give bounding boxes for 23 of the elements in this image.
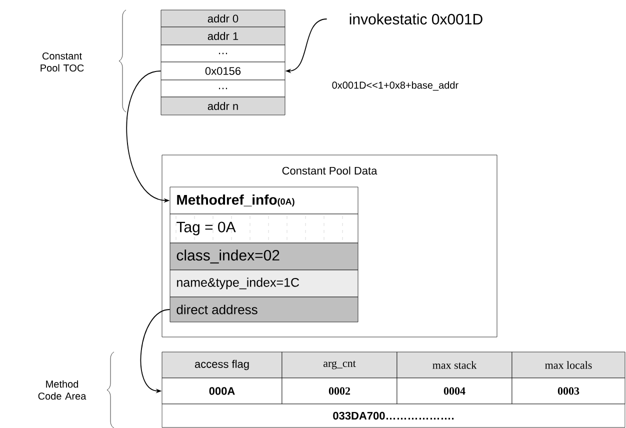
field-row: Tag = 0A — [170, 214, 358, 244]
header-cell: max locals — [512, 352, 626, 378]
instruction-text: invokestatic 0x001D — [350, 14, 482, 24]
field-row: Methodref_info(0A) — [170, 186, 358, 214]
table-row: addr n — [160, 96, 286, 116]
area-label: Method Code Area — [38, 380, 86, 400]
table-cell: 0004 — [396, 378, 512, 404]
field-row: class_index=02 — [170, 242, 358, 270]
table-row: … — [160, 80, 286, 98]
table-cell: 0003 — [512, 378, 626, 404]
header-cell: max stack — [396, 352, 512, 378]
header-cell: access flag — [162, 352, 282, 378]
area-label: Constant Pool TOC — [40, 52, 84, 72]
header-cell: arg_cnt — [282, 352, 398, 378]
formula-text: 0x001D<<1+0x8+base_addr — [332, 81, 458, 91]
table-cell: 0002 — [282, 378, 398, 404]
table-row: addr 1 — [160, 26, 286, 46]
field-row: name&type_index=1C — [170, 270, 358, 298]
table-row: addr 0 — [160, 10, 286, 28]
field-row: direct address — [170, 296, 358, 322]
table-cell: 000A — [162, 378, 282, 404]
table-row: … — [160, 44, 286, 62]
table-row: 0x0156 — [160, 62, 286, 80]
